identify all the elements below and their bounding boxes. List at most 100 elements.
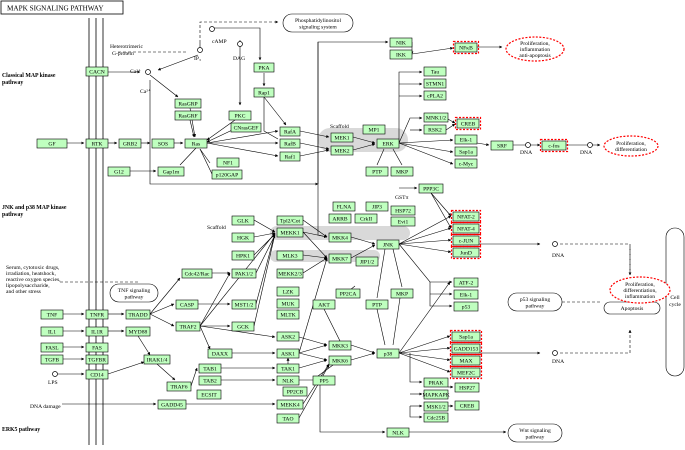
gene-node-ECSIT[interactable]: ECSIT (196, 389, 222, 400)
gene-node-ATF2[interactable]: ATF-2 (453, 277, 479, 288)
gene-node-PP2CA[interactable]: PP2CA (335, 288, 361, 299)
gene-node-LZK[interactable]: LZK (276, 286, 300, 297)
gene-node-cPLA2[interactable]: cPLA2 (423, 90, 447, 101)
gene-node-Elk1a[interactable]: Elk-1 (454, 134, 478, 145)
gene-node-PP5[interactable]: PP5 (312, 375, 336, 386)
gene-node-Evi1[interactable]: Evi1 (390, 216, 416, 227)
gene-node-IL1R[interactable]: IL1R (85, 326, 109, 337)
gene-node-cMyc[interactable]: c-Myc (454, 158, 478, 169)
gene-node-MAPKAPK[interactable]: MAPKAPK (422, 389, 450, 400)
gene-node-JNK[interactable]: JNK (376, 239, 400, 250)
gene-node-RafA[interactable]: RafA (279, 126, 301, 137)
gene-node-RSK2[interactable]: RSK2 (423, 124, 447, 135)
gene-node-SRF[interactable]: SRF (490, 140, 514, 151)
gene-node-Rap1[interactable]: Rap1 (253, 87, 275, 98)
gene-node-MLTK[interactable]: MLTK (276, 309, 300, 320)
gene-node-ASK2[interactable]: ASK2 (276, 331, 300, 342)
gene-node-cJUN[interactable]: c-JUN (450, 233, 482, 248)
gene-node-PAK12[interactable]: PAK1/2 (231, 268, 257, 279)
gene-node-PPP3C[interactable]: PPP3C (418, 183, 444, 194)
gene-node-HSP27[interactable]: HSP27 (454, 382, 480, 393)
gene-node-PTP[interactable]: PTP (365, 166, 389, 177)
gene-node-SOS[interactable]: SOS (151, 138, 175, 149)
gene-node-MAX[interactable]: MAX (449, 353, 483, 368)
gene-node-GADD153[interactable]: GADD153 (449, 341, 483, 356)
gene-node-FAS[interactable]: FAS (85, 342, 109, 353)
gene-node-NLK2[interactable]: NLK (386, 427, 410, 438)
gene-node-MEKK23[interactable]: MEKK2/3 (276, 268, 304, 279)
gene-node-MKK3[interactable]: MKK3 (328, 340, 352, 351)
gene-node-CNrasGEF[interactable]: CNrasGEF (230, 122, 262, 133)
gene-node-FASL[interactable]: FASL (40, 342, 64, 353)
gene-node-Sap1a[interactable]: Sap1a (454, 146, 478, 157)
gene-node-TRAF2[interactable]: TRAF2 (175, 321, 201, 332)
gene-node-JunD[interactable]: JunD (450, 245, 482, 260)
gene-node-p53[interactable]: p53 (453, 301, 479, 312)
gene-node-PRAK[interactable]: PRAK (423, 377, 449, 388)
gene-node-TAB1[interactable]: TAB1 (198, 363, 222, 374)
gene-node-TAK1[interactable]: TAK1 (276, 363, 300, 374)
gene-node-MYD88[interactable]: MYD88 (125, 326, 151, 337)
gene-node-MUK[interactable]: MUK (276, 298, 300, 309)
gene-node-HSP72[interactable]: HSP72 (390, 205, 416, 216)
gene-node-DAXX[interactable]: DAXX (207, 348, 233, 359)
gene-node-CACN[interactable]: CACN (85, 66, 109, 77)
gene-node-MLK3[interactable]: MLK3 (276, 250, 304, 261)
gene-node-GADD45[interactable]: GADD45 (157, 399, 187, 410)
gene-node-CREB1[interactable]: CREB (454, 116, 482, 131)
gene-node-TGFBR[interactable]: TGFBR (85, 354, 109, 365)
gene-node-Elk1b[interactable]: Elk-1 (453, 289, 479, 300)
gene-node-GCK[interactable]: GCK (231, 321, 255, 332)
gene-node-TAO[interactable]: TAO (276, 413, 300, 424)
gene-node-ASK1[interactable]: ASK1 (276, 348, 300, 359)
gene-node-STMN1[interactable]: STMN1 (423, 78, 447, 89)
gene-node-IKK[interactable]: IKK (389, 49, 413, 60)
gene-node-PKA[interactable]: PKA (253, 62, 275, 73)
gene-node-NFkB[interactable]: NFκB (452, 40, 480, 55)
gene-node-GLK[interactable]: GLK (231, 215, 255, 226)
gene-node-JIP3[interactable]: JIP3 (365, 201, 389, 212)
gene-node-CREB2[interactable]: CREB (454, 400, 480, 411)
gene-node-MSK12[interactable]: MSK1/2 (423, 401, 449, 412)
gene-node-ARRB[interactable]: ARRB (328, 213, 352, 224)
pathway-link-apoptosis[interactable]: Apoptosis (603, 301, 661, 315)
gene-node-HPK1[interactable]: HPK1 (231, 250, 255, 261)
gene-node-CD14[interactable]: CD14 (85, 369, 109, 380)
gene-node-Cdc25B[interactable]: Cdc25B (423, 412, 449, 423)
gene-node-MEKK4[interactable]: MEKK4 (276, 399, 304, 410)
gene-node-CASP[interactable]: CASP (175, 299, 199, 310)
gene-node-HGK[interactable]: HGK (231, 232, 255, 243)
gene-node-MKP2[interactable]: MKP (390, 288, 414, 299)
gene-node-MKK6[interactable]: MKK6 (328, 355, 352, 366)
gene-node-GF[interactable]: GF (36, 138, 68, 149)
gene-node-NF1[interactable]: NF1 (216, 157, 240, 168)
gene-node-p120GAP[interactable]: p120GAP (211, 169, 243, 180)
gene-node-NLK[interactable]: NLK (276, 375, 300, 386)
gene-node-Gap1m[interactable]: Gap1m (157, 166, 185, 177)
gene-node-PTP2[interactable]: PTP (365, 299, 389, 310)
gene-node-PP2CB[interactable]: PP2CB (282, 386, 308, 397)
gene-node-MST12[interactable]: MST1/2 (231, 299, 257, 310)
gene-node-TNFR[interactable]: TNFR (85, 309, 109, 320)
gene-node-MKP[interactable]: MKP (390, 166, 414, 177)
gene-node-NFAT4[interactable]: NFAT-4 (450, 221, 482, 236)
gene-node-ERK[interactable]: ERK (376, 138, 400, 149)
gene-node-MP1[interactable]: MP1 (362, 124, 386, 135)
gene-node-MKK4[interactable]: MKK4 (328, 232, 352, 243)
gene-node-NIK[interactable]: NIK (389, 37, 413, 48)
gene-node-RasGRP[interactable]: RasGRP (174, 98, 202, 109)
gene-node-IRAK14[interactable]: IRAK1/4 (143, 354, 171, 365)
gene-node-MEKK1[interactable]: MEKK1 (276, 227, 304, 238)
gene-node-PKC[interactable]: PKC (228, 110, 252, 121)
gene-node-Cdc42Rac[interactable]: Cdc42/Rac (181, 268, 213, 279)
gene-node-Tau[interactable]: Tau (423, 66, 447, 77)
gene-node-MEK1[interactable]: MEK1 (330, 132, 354, 143)
gene-node-p38[interactable]: p38 (376, 348, 400, 359)
gene-node-GRB2[interactable]: GRB2 (118, 138, 142, 149)
gene-node-Sap1b[interactable]: Sap1a (449, 329, 483, 344)
gene-node-Ras[interactable]: Ras (184, 138, 208, 149)
